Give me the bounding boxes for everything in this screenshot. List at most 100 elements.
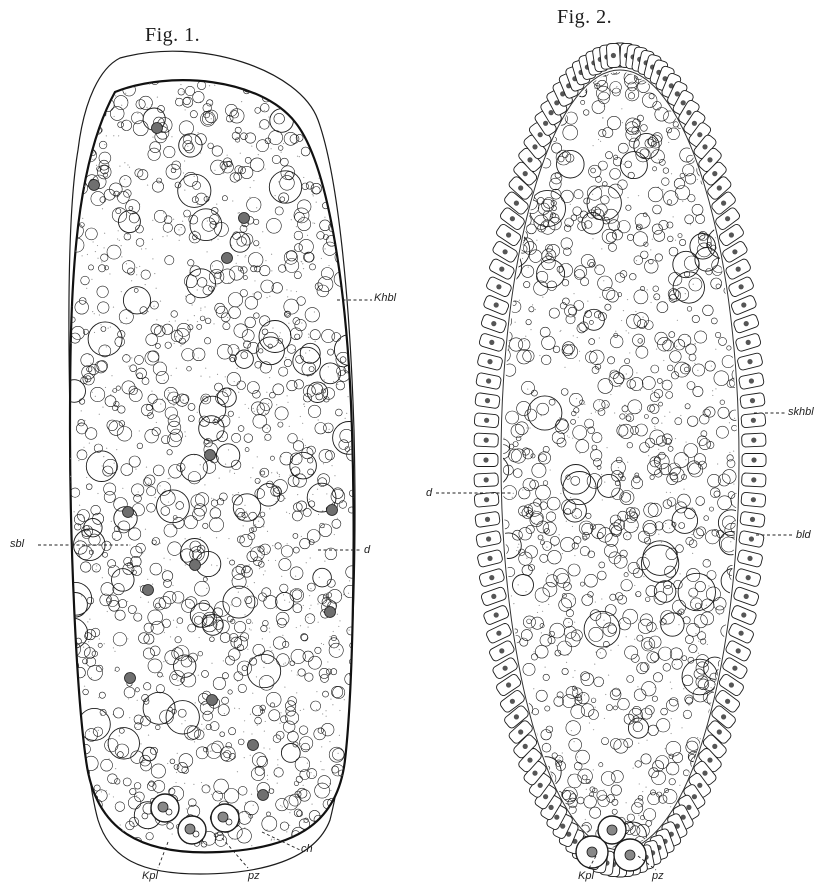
blastoderm-nucleus bbox=[503, 249, 508, 254]
yolk-sphere bbox=[733, 71, 740, 78]
stipple-dot bbox=[157, 793, 158, 794]
stipple-dot bbox=[111, 375, 112, 376]
blastoderm-nucleus bbox=[491, 321, 496, 326]
stipple-dot bbox=[297, 674, 298, 675]
stipple-dot bbox=[328, 265, 329, 266]
stipple-dot bbox=[283, 594, 284, 595]
yolk-sphere bbox=[746, 813, 751, 818]
stipple-dot bbox=[481, 272, 482, 273]
stipple-dot bbox=[206, 588, 207, 589]
stipple-dot bbox=[607, 404, 608, 405]
stipple-dot bbox=[692, 534, 693, 535]
stipple-dot bbox=[496, 186, 497, 187]
stipple-dot bbox=[301, 322, 302, 323]
blastomere-nucleus bbox=[327, 505, 338, 516]
stipple-dot bbox=[352, 270, 353, 271]
stipple-dot bbox=[84, 686, 85, 687]
stipple-dot bbox=[184, 160, 185, 161]
stipple-dot bbox=[173, 620, 174, 621]
stipple-dot bbox=[308, 334, 309, 335]
stipple-dot bbox=[115, 95, 116, 96]
yolk-sphere bbox=[692, 76, 702, 86]
yolk-sphere bbox=[338, 806, 350, 818]
yolk-sphere bbox=[514, 794, 527, 807]
stipple-dot bbox=[185, 296, 186, 297]
stipple-dot bbox=[636, 372, 637, 373]
blastoderm-nucleus bbox=[751, 497, 756, 502]
stipple-dot bbox=[183, 91, 184, 92]
stipple-dot bbox=[79, 160, 80, 161]
stipple-dot bbox=[227, 155, 228, 156]
stipple-dot bbox=[318, 419, 319, 420]
stipple-dot bbox=[715, 349, 716, 350]
stipple-dot bbox=[691, 602, 692, 603]
stipple-dot bbox=[289, 426, 290, 427]
stipple-dot bbox=[546, 547, 547, 548]
stipple-dot bbox=[139, 586, 140, 587]
stipple-dot bbox=[620, 622, 621, 623]
stipple-dot bbox=[237, 771, 238, 772]
stipple-dot bbox=[654, 687, 655, 688]
stipple-dot bbox=[277, 473, 278, 474]
stipple-dot bbox=[212, 265, 213, 266]
stipple-dot bbox=[223, 660, 224, 661]
stipple-dot bbox=[485, 735, 486, 736]
stipple-dot bbox=[265, 413, 266, 414]
yolk-sphere bbox=[73, 103, 86, 116]
stipple-dot bbox=[488, 731, 489, 732]
stipple-dot bbox=[238, 76, 239, 77]
stipple-dot bbox=[610, 650, 611, 651]
stipple-dot bbox=[244, 720, 245, 721]
yolk-sphere bbox=[741, 723, 747, 729]
stipple-dot bbox=[135, 468, 136, 469]
stipple-dot bbox=[118, 135, 119, 136]
stipple-dot bbox=[239, 417, 240, 418]
stipple-dot bbox=[688, 705, 689, 706]
stipple-dot bbox=[286, 512, 287, 513]
stipple-dot bbox=[489, 261, 490, 262]
stipple-dot bbox=[316, 202, 317, 203]
blastomere-nucleus bbox=[248, 740, 259, 751]
stipple-dot bbox=[281, 456, 282, 457]
stipple-dot bbox=[480, 707, 481, 708]
blastoderm-nucleus bbox=[518, 185, 523, 190]
stipple-dot bbox=[267, 779, 268, 780]
stipple-dot bbox=[76, 746, 77, 747]
stipple-dot bbox=[322, 510, 323, 511]
yolk-sphere bbox=[502, 97, 508, 103]
blastomere-nucleus bbox=[205, 450, 216, 461]
stipple-dot bbox=[110, 826, 111, 827]
blastoderm-nucleus bbox=[749, 378, 754, 383]
stipple-dot bbox=[599, 297, 600, 298]
stipple-dot bbox=[245, 802, 246, 803]
stipple-dot bbox=[327, 661, 328, 662]
stipple-dot bbox=[244, 757, 245, 758]
stipple-dot bbox=[88, 136, 89, 137]
stipple-dot bbox=[758, 123, 759, 124]
stipple-dot bbox=[287, 402, 288, 403]
stipple-dot bbox=[712, 210, 713, 211]
yolk-sphere bbox=[502, 160, 515, 173]
stipple-dot bbox=[318, 514, 319, 515]
stipple-dot bbox=[548, 604, 549, 605]
stipple-dot bbox=[502, 749, 503, 750]
stipple-dot bbox=[638, 195, 639, 196]
stipple-dot bbox=[757, 849, 758, 850]
stipple-dot bbox=[217, 239, 218, 240]
stipple-dot bbox=[140, 597, 141, 598]
stipple-dot bbox=[286, 831, 287, 832]
label-khbl: Khbl bbox=[374, 292, 396, 304]
label-bld: bld bbox=[796, 529, 811, 541]
stipple-dot bbox=[481, 112, 482, 113]
stipple-dot bbox=[164, 569, 165, 570]
yolk-sphere bbox=[487, 189, 494, 196]
stipple-dot bbox=[491, 94, 492, 95]
yolk-sphere bbox=[289, 79, 293, 83]
label-kpl-fig2: Kpl bbox=[578, 870, 594, 882]
stipple-dot bbox=[739, 391, 740, 392]
stipple-dot bbox=[626, 330, 627, 331]
yolk-sphere bbox=[70, 727, 76, 733]
yolk-sphere bbox=[118, 837, 127, 846]
stipple-dot bbox=[741, 749, 742, 750]
stipple-dot bbox=[252, 693, 253, 694]
